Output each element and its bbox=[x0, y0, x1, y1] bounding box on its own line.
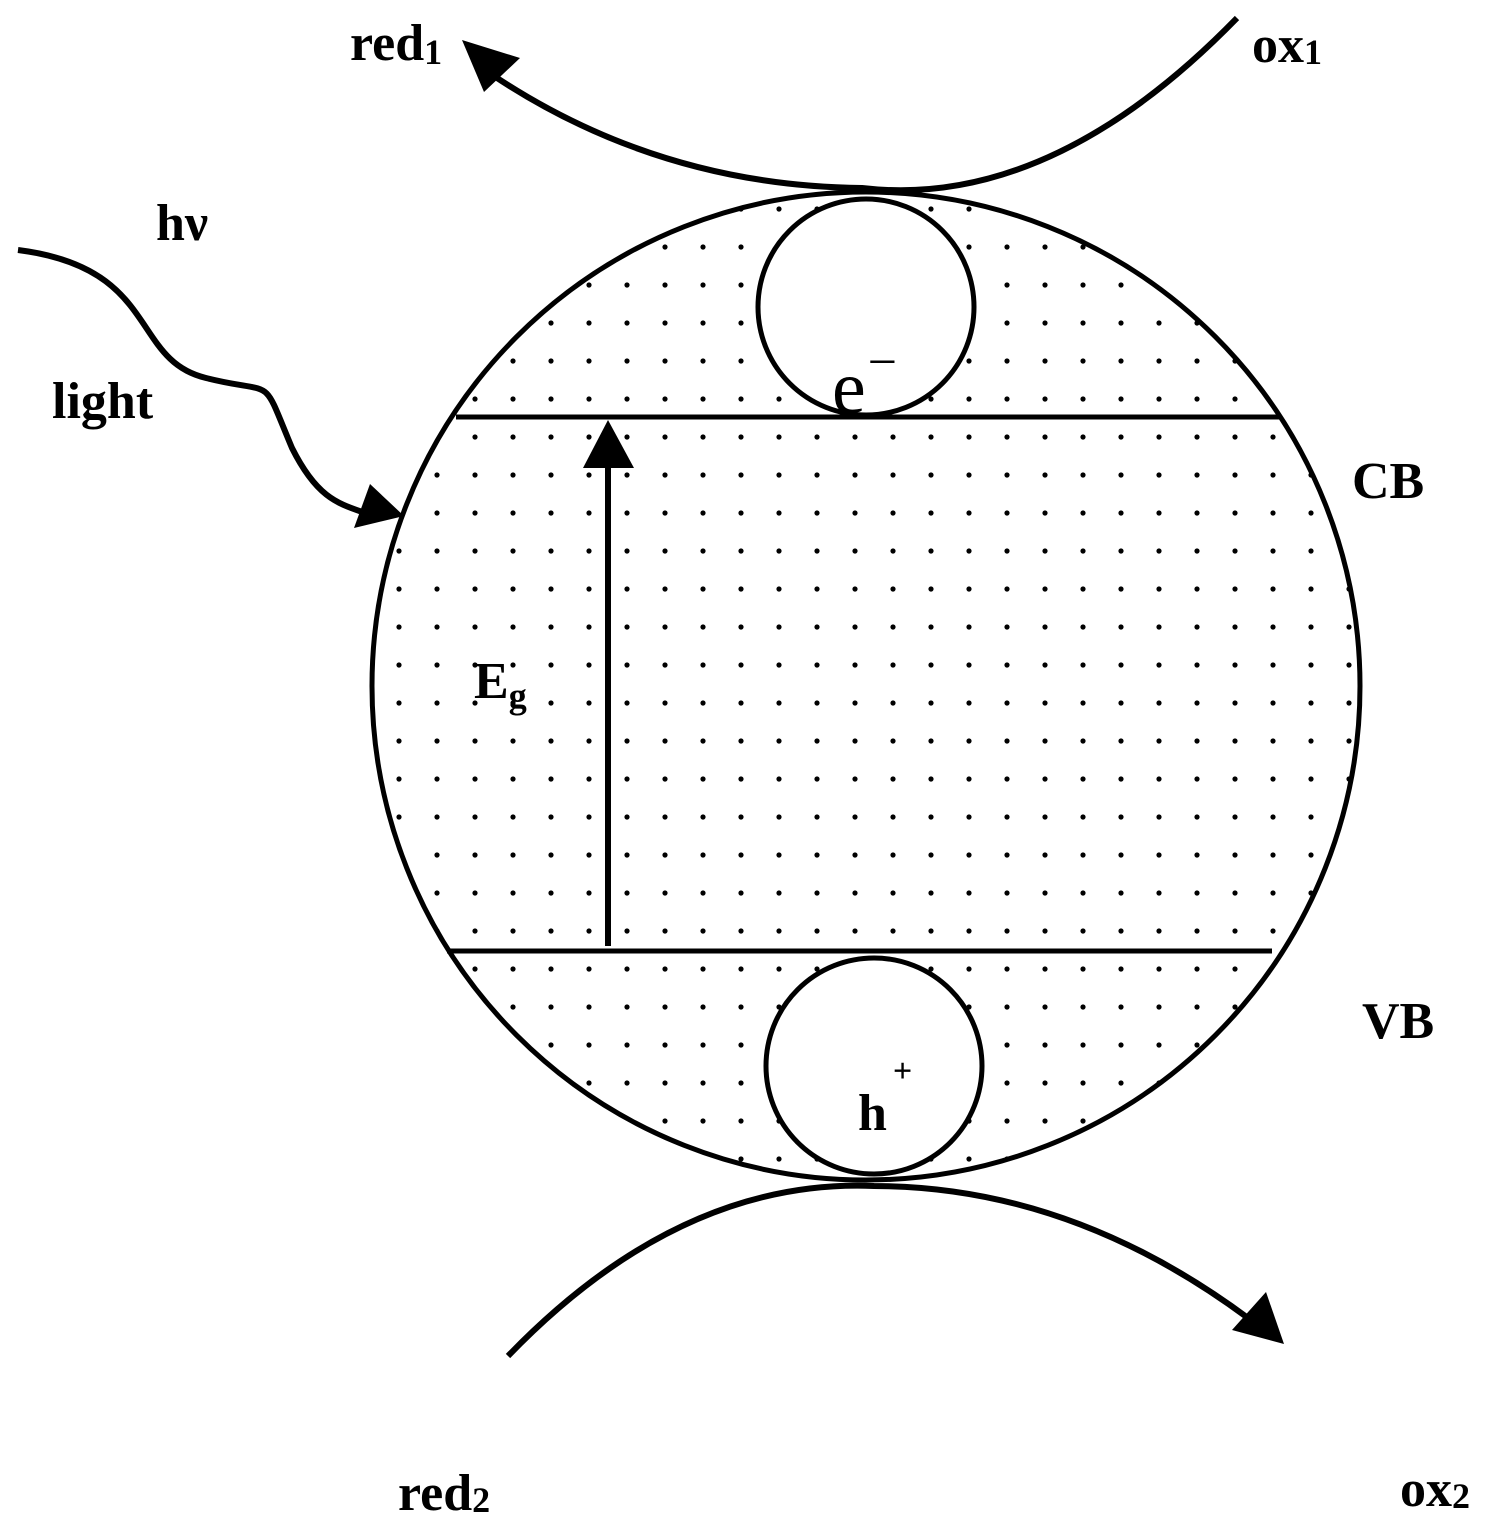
vb-label: VB bbox=[1362, 993, 1434, 1050]
red1-label: red1 bbox=[350, 15, 442, 72]
oxidation-arrow bbox=[505, 1182, 1284, 1359]
red2-label: red2 bbox=[398, 1465, 490, 1522]
semiconductor-particle bbox=[369, 189, 1363, 1183]
band-gap-arrow bbox=[583, 420, 634, 946]
cb-label: CB bbox=[1352, 453, 1424, 510]
hole-label: h+ bbox=[858, 1053, 912, 1142]
hv-label: hν bbox=[156, 195, 208, 252]
ox2-label: ox2 bbox=[1400, 1461, 1470, 1518]
electron-circle bbox=[755, 196, 977, 418]
ox1-label: ox1 bbox=[1252, 17, 1322, 74]
electron-label: e− bbox=[832, 334, 897, 430]
hole-circle bbox=[763, 955, 985, 1177]
particle-dot-fill bbox=[372, 192, 1360, 1180]
eg-label: Eg bbox=[474, 653, 527, 716]
light-label: light bbox=[52, 373, 154, 430]
light-arrow bbox=[17, 247, 404, 528]
reduction-arrow bbox=[462, 15, 1240, 194]
